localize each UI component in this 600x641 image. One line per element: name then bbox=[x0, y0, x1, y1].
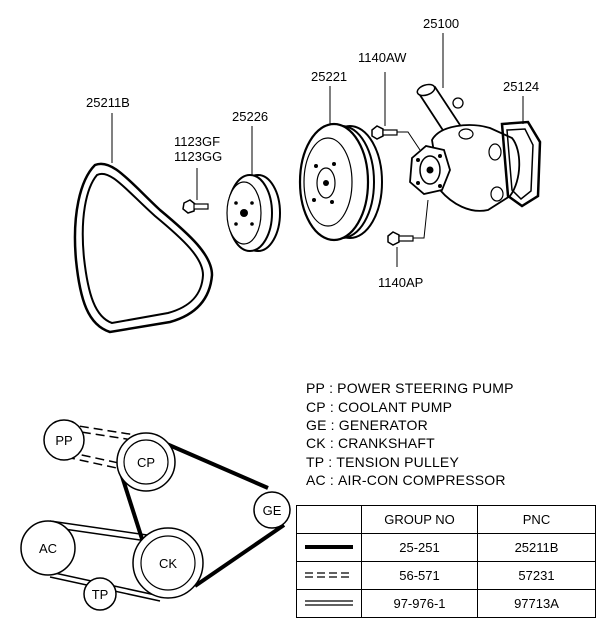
table-header-pnc: PNC bbox=[477, 505, 596, 534]
part-label-bolt-bottom: 1140AP bbox=[378, 275, 423, 290]
pulley-tp: TP bbox=[83, 577, 117, 611]
pulley-cp: CP bbox=[116, 432, 176, 492]
pulley-ck: CK bbox=[132, 527, 204, 599]
part-label-bolt-top: 1140AW bbox=[358, 50, 407, 65]
table-cell-pnc: 25211B bbox=[477, 533, 596, 562]
water-pump bbox=[409, 83, 542, 212]
table-cell-group: 97-976-1 bbox=[361, 589, 478, 618]
pulley-label-ge: GE bbox=[263, 503, 282, 518]
table-row: 56-571 57231 bbox=[296, 561, 596, 590]
legend-item-ck: CK:CRANKSHAFT bbox=[306, 435, 435, 451]
pulley-label-ac: AC bbox=[39, 541, 57, 556]
belt-route-dashed-double bbox=[65, 423, 149, 471]
table-cell-group: 25-251 bbox=[361, 533, 478, 562]
bolt-icon-bottom bbox=[387, 231, 414, 246]
table-cell-pnc: 97713A bbox=[477, 589, 596, 618]
legend-item-tp: TP:TENSION PULLEY bbox=[306, 454, 460, 470]
line-sample-double bbox=[296, 589, 362, 618]
v-belt bbox=[73, 162, 214, 334]
line-sample-solid-thick bbox=[296, 533, 362, 562]
small-pulley bbox=[226, 174, 281, 252]
bolt-icon-top bbox=[371, 125, 398, 140]
part-label-water-pump: 25100 bbox=[423, 16, 459, 31]
pulley-label-ck: CK bbox=[159, 556, 177, 571]
line-sample-dashed-double bbox=[296, 561, 362, 590]
part-label-bolt-upper: 1123GF bbox=[174, 134, 220, 149]
pulley-ac: AC bbox=[20, 520, 76, 576]
pulley-label-cp: CP bbox=[137, 455, 155, 470]
legend-item-ge: GE:GENERATOR bbox=[306, 417, 428, 433]
part-label-small-pulley: 25226 bbox=[232, 109, 268, 124]
table-header-group: GROUP NO bbox=[361, 505, 478, 534]
leader-bolt-bottom-axis bbox=[413, 199, 429, 239]
pulley-label-tp: TP bbox=[92, 587, 109, 602]
part-label-belt: 25211B bbox=[86, 95, 130, 110]
pulley-pp: PP bbox=[43, 419, 85, 461]
part-label-crank-pulley: 25221 bbox=[311, 69, 347, 84]
crank-pulley bbox=[298, 122, 383, 242]
pulley-label-pp: PP bbox=[55, 433, 72, 448]
table-header-line bbox=[296, 505, 362, 534]
legend-item-ac: AC:AIR-CON COMPRESSOR bbox=[306, 472, 506, 488]
legend-item-pp: PP:POWER STEERING PUMP bbox=[306, 380, 514, 396]
legend-item-cp: CP:COOLANT PUMP bbox=[306, 399, 453, 415]
bolt-icon bbox=[182, 199, 209, 214]
table-cell-pnc: 57231 bbox=[477, 561, 596, 590]
table-row: 97-976-1 97713A bbox=[296, 589, 596, 618]
table-cell-group: 56-571 bbox=[361, 561, 478, 590]
leader-bolt-top-axis bbox=[397, 131, 421, 151]
table-row: 25-251 25211B bbox=[296, 533, 596, 562]
part-label-bolt-lower: 1123GG bbox=[174, 149, 222, 164]
table-header-row: GROUP NO PNC bbox=[296, 505, 596, 534]
part-label-gasket: 25124 bbox=[503, 79, 539, 94]
belt-spec-table: GROUP NO PNC 25-251 25211B 56-571 57231 … bbox=[296, 505, 596, 618]
pulley-ge: GE bbox=[253, 491, 291, 529]
